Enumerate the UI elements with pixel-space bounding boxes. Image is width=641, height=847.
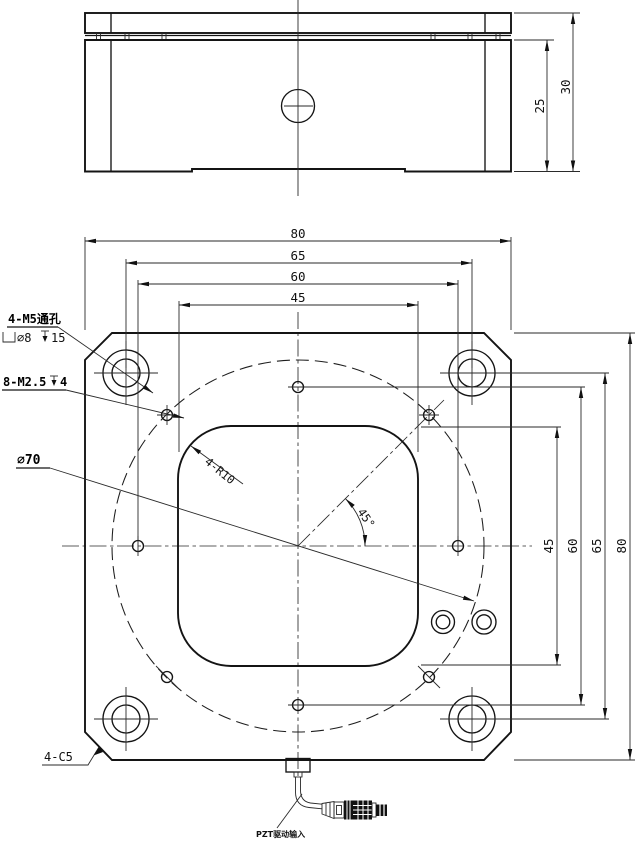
- plug: [321, 800, 387, 820]
- dim-text-60-right: 60: [565, 538, 580, 553]
- m25-hole-diag-top-right: [419, 405, 439, 425]
- side-view-dimensions: 25 30: [514, 12, 580, 172]
- gland-stem: [293, 771, 303, 778]
- m25-depth-text: 4: [60, 375, 67, 389]
- dia70-label-text: ⌀70: [17, 453, 41, 468]
- dim-text-80-right: 80: [614, 538, 629, 553]
- dim-text-45-top: 45: [290, 290, 305, 305]
- counterbore-symbol: [2, 332, 16, 343]
- angle-text: 45°: [355, 506, 378, 531]
- counterbore-depth-text: 15: [51, 331, 65, 345]
- pzt-connector: PZT驱动输入: [256, 757, 387, 839]
- m25-leader-line: [65, 389, 185, 419]
- outer-plate-outline: [84, 332, 512, 761]
- m25-hole-diag-top-left: [157, 405, 177, 425]
- chamfer-label-text: 4-C5: [44, 750, 73, 764]
- dim-text-25: 25: [532, 98, 547, 113]
- pzt-leader-line: [276, 793, 303, 829]
- corner-radius-leader: 4-R10: [190, 445, 244, 487]
- diagonal-45-centerline: [297, 399, 445, 547]
- counterbore-dia-text: ⌀8: [17, 331, 31, 345]
- central-aperture: [177, 425, 419, 667]
- dim-text-65-right: 65: [589, 538, 604, 553]
- m25-label-text: 8-M2.5: [3, 375, 46, 389]
- base-body-outline: [84, 39, 512, 173]
- m5-leader-line: [57, 326, 154, 394]
- cable-outer: [295, 777, 323, 810]
- m25-hole-diag-bottom-left: [155, 665, 179, 689]
- flexure-tabs: [96, 33, 501, 40]
- chamfer-arrow: [93, 747, 103, 756]
- label-dia70: ⌀70: [16, 453, 475, 602]
- m5-hole-bottom-left: [94, 687, 158, 751]
- label-m5: 4-M5通孔 ⌀8 15: [2, 311, 154, 394]
- dim-text-30: 30: [558, 79, 573, 94]
- dim-text-60-top: 60: [290, 269, 305, 284]
- depth-symbol-2: [50, 375, 58, 386]
- angle-dimension-45: 45°: [345, 498, 378, 547]
- depth-symbol: [41, 330, 49, 342]
- dim-text-80-top: 80: [290, 226, 305, 241]
- label-chamfer: 4-C5: [42, 746, 103, 766]
- dia70-leader-line: [49, 467, 475, 602]
- corner-radius-text: 4-R10: [202, 454, 238, 487]
- m25-hole-diag-bottom-right: [417, 665, 441, 689]
- plan-view: 45° 4-R10: [62, 312, 532, 776]
- side-view: 25 30: [84, 0, 580, 196]
- wire-anchor-rings: [430, 609, 497, 635]
- dim-text-45-right: 45: [541, 538, 556, 553]
- leader-labels: 4-M5通孔 ⌀8 15 8-M2.5 4 ⌀70: [2, 311, 475, 766]
- label-m25: 8-M2.5 4: [2, 375, 185, 419]
- pzt-label-text: PZT驱动输入: [256, 829, 305, 839]
- bolt-circle-dia70: [111, 359, 485, 733]
- plan-dimensions: 80 65 60 45 45 60 65 80: [84, 226, 635, 761]
- m5-label-text: 4-M5通孔: [8, 311, 61, 326]
- dim-text-65-top: 65: [290, 248, 305, 263]
- cable-inner: [300, 777, 323, 805]
